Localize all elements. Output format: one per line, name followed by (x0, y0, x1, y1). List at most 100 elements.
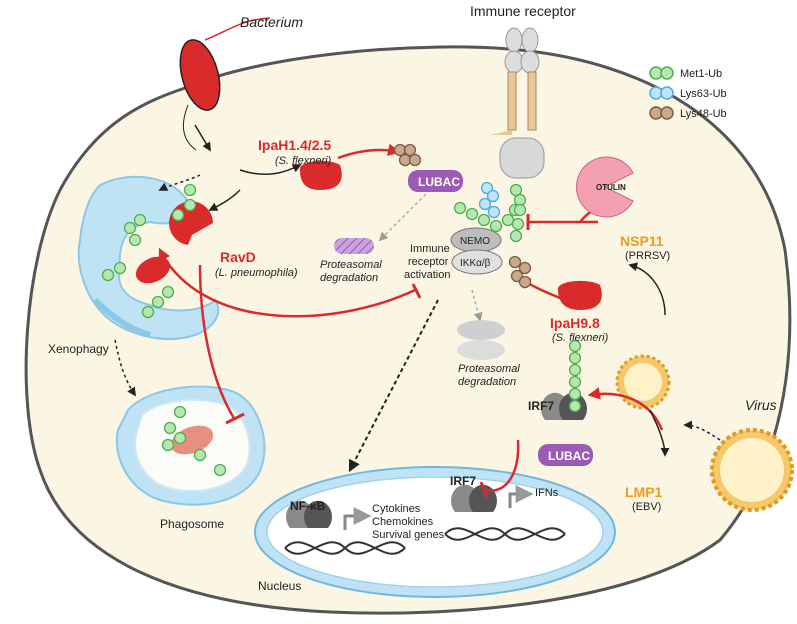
ipah14-protein (299, 160, 342, 190)
ubiquitin-moiety (453, 201, 467, 215)
ubiquitin-moiety (568, 387, 582, 401)
ubiquitin-moiety (123, 221, 137, 235)
label-lubac-bottom: LUBAC (548, 449, 590, 463)
ubiquitin-moiety (568, 339, 582, 353)
label-lmp1-source: (EBV) (632, 501, 661, 513)
label-nemo: NEMO (460, 236, 490, 247)
xenophagy-bacterium (135, 256, 171, 284)
label-ifns: IFNs (535, 487, 559, 499)
ubiquitin-moiety (213, 463, 227, 477)
ubiquitin-chains (101, 143, 582, 477)
ipah98-protein (557, 280, 602, 310)
immune-receptor (490, 27, 545, 179)
ubiquitin-moiety (408, 153, 422, 167)
proteasome-purple (334, 238, 374, 254)
ubiquitin-moiety (163, 421, 177, 435)
legend-swatch (660, 86, 674, 100)
ubiquitin-moiety (478, 197, 492, 211)
label-gene-cytokines: Cytokines (372, 503, 421, 515)
ubiquitin-moiety (513, 203, 527, 217)
label-proteasomal-1: Proteasomal (320, 259, 382, 271)
label-irf7-cyto: IRF7 (528, 399, 554, 413)
label-virus: Virus (745, 397, 777, 413)
ubiquitin-moiety (486, 189, 500, 203)
label-phagosome: Phagosome (160, 517, 224, 531)
ubiquitin-moiety (487, 205, 501, 219)
proteasome-gray-top (457, 320, 505, 340)
label-lmp1: LMP1 (625, 484, 663, 500)
label-nsp11-source: (PRRSV) (625, 250, 670, 262)
label-degradation-1: degradation (320, 272, 378, 284)
lubac-top-box (408, 170, 463, 192)
ubiquitin-moiety (173, 431, 187, 445)
label-proteasomal-2: Proteasomal (458, 363, 520, 375)
ubiquitin-moiety (509, 183, 523, 197)
label-ravd-source: (L. pneumophila) (215, 267, 298, 279)
label-ipah98: IpaH9.8 (550, 315, 600, 331)
label-ipah98-source: (S. flexneri) (552, 332, 609, 344)
ubiquitin-moiety (508, 255, 522, 269)
label-bacterium: Bacterium (240, 14, 303, 30)
bacterium-cell (179, 17, 271, 151)
pathway-arrows (114, 124, 721, 499)
legend-swatch (649, 66, 663, 80)
ubiquitin-moiety (101, 268, 115, 282)
label-otulin: OTULIN (596, 183, 626, 192)
ubiquitin-moiety (568, 399, 582, 413)
ubiquitin-moiety (510, 269, 524, 283)
phagosome-vesicle (115, 385, 266, 506)
ubiquitin-moiety (173, 405, 187, 419)
ubiquitin-moiety (151, 295, 165, 309)
ubiquitin-moiety (501, 213, 515, 227)
nucleus (254, 466, 616, 598)
ubiquitin-moiety (518, 261, 532, 275)
proteasome-gray-bottom (457, 340, 505, 360)
virus-particle (615, 354, 794, 512)
lubac-bottom-box (538, 444, 593, 466)
label-immune-receptor: Immune receptor (470, 3, 576, 19)
label-lubac-top: LUBAC (418, 175, 460, 189)
otulin-enzyme (576, 156, 634, 218)
label-immune-activation-1: Immune (410, 243, 450, 255)
ubiquitin-moiety (489, 219, 503, 233)
label-gene-survival: Survival genes (372, 529, 445, 541)
label-ipah14: IpaH1.4/2.5 (258, 137, 331, 153)
label-nucleus: Nucleus (258, 579, 301, 593)
ubiquitin-moiety (113, 261, 127, 275)
legend-swatch (649, 86, 663, 100)
ikk-oval (451, 249, 503, 275)
label-irf7-nuc: IRF7 (450, 474, 476, 488)
ubiquitin-moiety (477, 213, 491, 227)
legend-swatch (649, 106, 663, 120)
legend-swatch (660, 66, 674, 80)
ubiquitin-moiety (183, 198, 197, 212)
ubiquitin-moiety (141, 305, 155, 319)
ubiquitin-moiety (193, 448, 207, 462)
label-gene-chemokines: Chemokines (372, 516, 434, 528)
ubiquitin-moiety (518, 275, 532, 289)
ubiquitin-moiety (568, 363, 582, 377)
label-degradation-2: degradation (458, 376, 516, 388)
ubiquitin-moiety (183, 183, 197, 197)
ubiquitin-moiety (161, 285, 175, 299)
label-nsp11: NSP11 (620, 233, 664, 249)
ubiquitin-moiety (161, 438, 175, 452)
ubiquitin-moiety (465, 207, 479, 221)
label-nfkb: NF-κB (290, 499, 326, 513)
label-ipah14-source: (S. flexneri) (275, 155, 332, 167)
ubiquitin-moiety (509, 229, 523, 243)
legend-label: Lys48-Ub (680, 108, 727, 120)
ubiquitin-moiety (128, 233, 142, 247)
ubiquitin-moiety (480, 181, 494, 195)
ubiquitin-moiety (568, 351, 582, 365)
legend-swatch (660, 106, 674, 120)
label-immune-activation-3: activation (404, 269, 450, 281)
legend-label: Met1-Ub (680, 68, 722, 80)
label-immune-activation-2: receptor (408, 256, 449, 268)
ubiquitin-moiety (171, 208, 185, 222)
legend-label: Lys63-Ub (680, 88, 727, 100)
ubiquitin-moiety (403, 143, 417, 157)
label-ikk: IKKα/β (460, 258, 491, 269)
ubiquitin-moiety (511, 217, 525, 231)
